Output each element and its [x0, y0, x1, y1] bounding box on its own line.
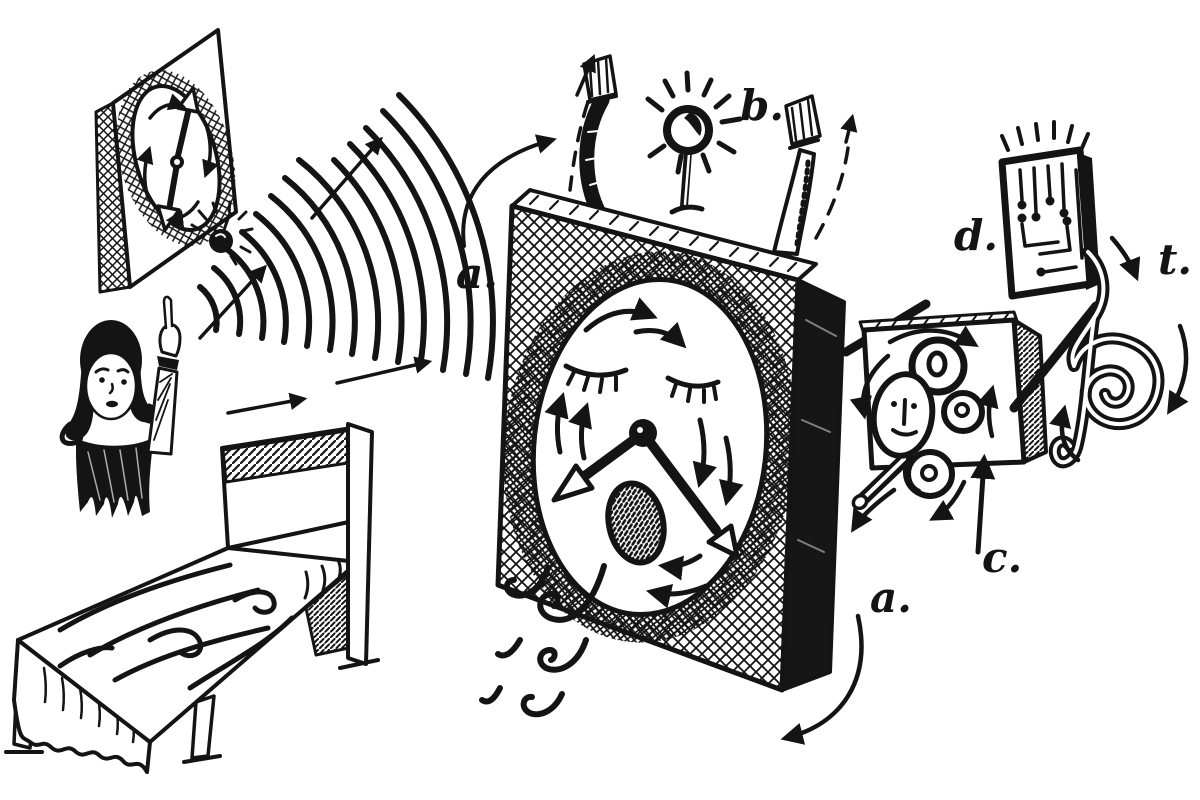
arrow-a-bottom — [780, 613, 864, 745]
stretching-arm-right — [772, 94, 822, 256]
headboard-post — [346, 422, 374, 666]
shawl-texture — [87, 447, 143, 503]
wall-clock-hand-down — [166, 161, 180, 213]
top-strip-ticks — [528, 194, 798, 273]
board-front — [998, 146, 1094, 300]
smiley-gear — [870, 371, 936, 459]
wall-clock — [94, 28, 254, 294]
post-foot — [338, 658, 380, 670]
sleeve — [146, 366, 179, 456]
pulley-mechanism — [841, 299, 1048, 555]
wave-arrows — [198, 136, 433, 415]
arrow-right-up — [840, 113, 858, 144]
label-c: c. — [982, 533, 1022, 582]
right-eye — [121, 379, 127, 385]
label-b: b. — [740, 81, 784, 130]
hair-curl-left — [59, 421, 84, 446]
bell-rays — [645, 70, 743, 175]
cuff — [157, 356, 179, 370]
circuit-dots — [1017, 196, 1072, 277]
pulley-bottom-hole — [920, 464, 938, 482]
arrow-left-up — [575, 53, 596, 97]
blanket-creases — [303, 558, 342, 600]
glow-dashes — [1000, 120, 1090, 152]
crank-rod — [1009, 301, 1101, 413]
clock-hands — [551, 419, 740, 559]
pulley-top-hole — [926, 350, 948, 378]
blanket-swirls — [57, 562, 295, 691]
pulley-right-hole — [954, 402, 970, 418]
wall-clock-motion-arrows — [136, 93, 219, 228]
label-t: t. — [1158, 235, 1192, 284]
anthropomorphic-alarm-clock — [461, 53, 864, 745]
breath-swirls — [479, 563, 607, 718]
stretching-arm-left — [579, 54, 618, 223]
shawl — [76, 438, 152, 518]
pointing-finger — [162, 295, 174, 330]
eyebrows — [94, 367, 130, 374]
circuit-board — [998, 120, 1100, 300]
alarm-bell-icon — [645, 70, 743, 215]
axle-rod — [851, 451, 913, 511]
wall-clock-hand-up — [174, 105, 192, 163]
wave-arcs — [197, 92, 496, 381]
hanging-bell-icon — [190, 200, 254, 266]
sound-waves — [197, 92, 496, 415]
waking-woman — [59, 295, 182, 518]
pointing-arm — [146, 295, 182, 456]
dashed-arc-right — [814, 146, 850, 240]
wall-clock-hub — [170, 155, 184, 169]
closed-eyes — [563, 363, 721, 404]
yawning-mouth — [605, 480, 667, 566]
mouth — [106, 400, 118, 408]
arrow-a-left — [461, 134, 557, 248]
bed-leg-mid-foot — [182, 754, 222, 764]
pulley-bottom-shade — [902, 454, 922, 496]
wire-treble-clef — [1009, 235, 1189, 469]
sleeve-hatch — [153, 373, 173, 441]
hand-palm — [158, 323, 182, 358]
label-a-bottom: a. — [870, 573, 912, 622]
label-d: d. — [954, 211, 998, 260]
nose — [108, 382, 114, 395]
left-eye — [99, 377, 105, 383]
pulley-motion-arrows — [849, 325, 999, 533]
dashed-arc-left — [568, 94, 592, 192]
circuit-traces — [1018, 162, 1084, 274]
face — [84, 351, 138, 421]
empty-bed — [4, 422, 380, 774]
label-a-left: a. — [456, 249, 498, 298]
face-motion-arrows — [544, 297, 744, 609]
arrow-c — [970, 453, 996, 555]
clef-motion-arrows — [1049, 235, 1189, 463]
